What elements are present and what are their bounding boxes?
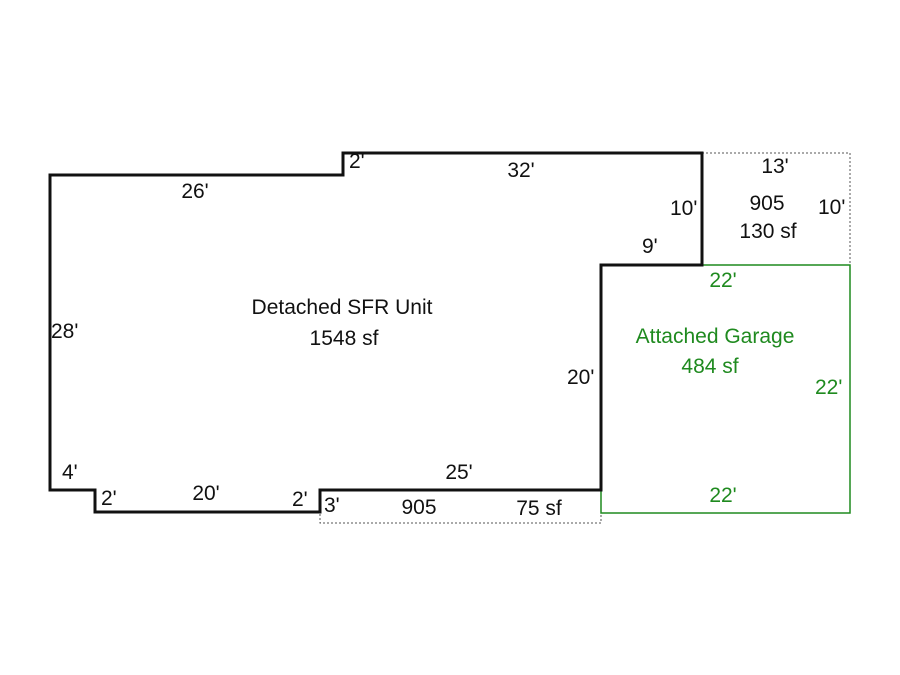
- main-house-outline: [48, 151, 704, 514]
- dim-top-jog: 2': [349, 150, 365, 173]
- dim-left-side: 28': [51, 320, 79, 343]
- bottom-area-dim-top: 25': [445, 461, 473, 484]
- garage-name: Attached Garage: [635, 325, 795, 348]
- upper-right-dim-bottom: 9': [642, 235, 658, 258]
- upper-right-dim-left: 10': [670, 197, 698, 220]
- upper-right-area-size: 130 sf: [739, 220, 797, 243]
- dim-bottom-mid: 20': [192, 482, 220, 505]
- bottom-area-code: 905: [401, 496, 437, 519]
- garage-dim-top: 22': [709, 269, 737, 292]
- garage-area-size: 484 sf: [681, 355, 739, 378]
- upper-right-area-outline: [702, 152, 851, 265]
- dim-top-left: 26': [181, 180, 209, 203]
- bottom-area-size: 75 sf: [516, 497, 562, 520]
- garage-dim-bottom: 22': [709, 484, 737, 507]
- dim-lower-left-jog: 4': [62, 461, 78, 484]
- upper-right-dim-top: 13': [761, 155, 789, 178]
- garage-dim-left: 20': [567, 366, 595, 389]
- main-area-size: 1548 sf: [309, 327, 379, 350]
- upper-right-code: 905: [749, 192, 785, 215]
- upper-right-dim-right: 10': [818, 196, 846, 219]
- dim-bottom-step-left: 2': [101, 487, 117, 510]
- garage-outline: [600, 264, 851, 514]
- main-area-name: Detached SFR Unit: [251, 296, 433, 319]
- dim-bottom-step-right: 2': [292, 488, 308, 511]
- garage-dim-right: 22': [815, 376, 843, 399]
- dim-top-long: 32': [507, 159, 535, 182]
- bottom-area-dim-left: 3': [324, 494, 340, 517]
